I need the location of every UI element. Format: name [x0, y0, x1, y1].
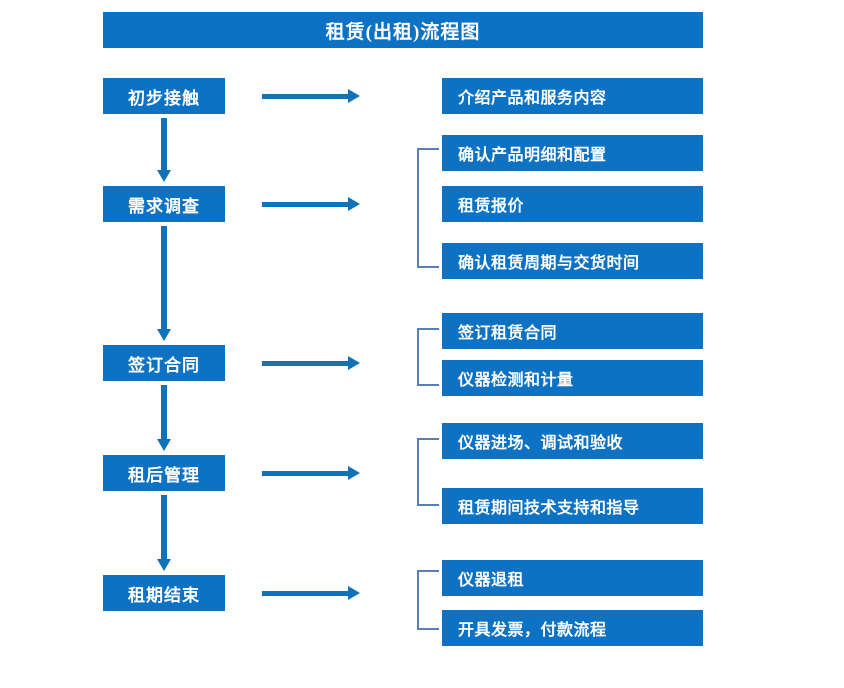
group-bracket-4 — [417, 438, 439, 506]
group-bracket-2 — [417, 148, 439, 268]
flow-arrow-right-3 — [262, 356, 360, 370]
flow-arrow-right-4 — [262, 466, 360, 480]
flow-arrow-right-1 — [262, 89, 360, 103]
stage-box-lease-end[interactable]: 租期结束 — [103, 575, 225, 611]
detail-box-invoice-payment[interactable]: 开具发票，付款流程 — [442, 610, 703, 646]
page-title: 租赁(出租)流程图 — [103, 12, 703, 48]
detail-box-sign-rental-contract[interactable]: 签订租赁合同 — [442, 313, 703, 349]
flow-arrow-down-1 — [157, 118, 171, 182]
detail-box-intro-products-services[interactable]: 介绍产品和服务内容 — [442, 78, 703, 114]
group-bracket-3 — [417, 328, 439, 386]
stage-box-post-rent-management[interactable]: 租后管理 — [103, 455, 225, 491]
stage-box-initial-contact[interactable]: 初步接触 — [103, 78, 225, 114]
detail-box-instrument-entry-commissioning[interactable]: 仪器进场、调试和验收 — [442, 423, 703, 459]
detail-box-rental-quotation[interactable]: 租赁报价 — [442, 186, 703, 222]
detail-box-instrument-inspection[interactable]: 仪器检测和计量 — [442, 360, 703, 396]
flow-arrow-down-4 — [157, 495, 171, 571]
detail-box-technical-support[interactable]: 租赁期间技术支持和指导 — [442, 488, 703, 524]
detail-box-confirm-period-delivery[interactable]: 确认租赁周期与交货时间 — [442, 243, 703, 279]
flow-arrow-right-2 — [262, 197, 360, 211]
flow-arrow-down-2 — [157, 226, 171, 341]
stage-box-demand-survey[interactable]: 需求调查 — [103, 186, 225, 222]
flow-arrow-down-3 — [157, 385, 171, 451]
detail-box-instrument-return[interactable]: 仪器退租 — [442, 560, 703, 596]
flow-arrow-right-5 — [262, 586, 360, 600]
detail-box-confirm-product-details[interactable]: 确认产品明细和配置 — [442, 135, 703, 171]
stage-box-sign-contract[interactable]: 签订合同 — [103, 345, 225, 381]
group-bracket-5 — [417, 570, 439, 630]
